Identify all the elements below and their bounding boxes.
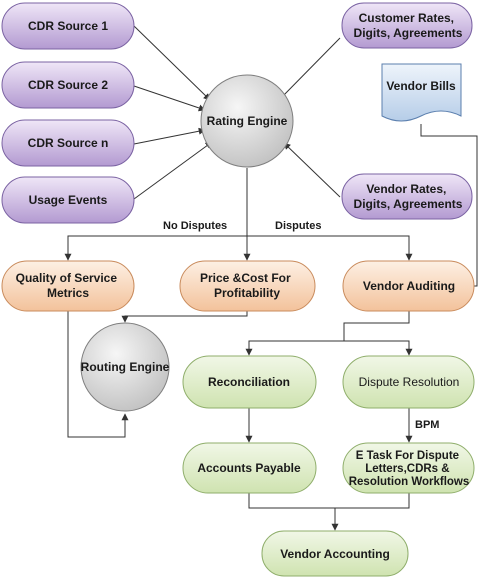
edge-custrates-rating (279, 37, 341, 100)
node-dispute-resolution: Dispute Resolution (342, 355, 475, 409)
node-etask-line-3: Resolution Workflows (349, 476, 470, 488)
node-routing-engine-label: Routing Engine (81, 360, 170, 374)
node-vendor-auditing: Vendor Auditing (342, 260, 475, 312)
node-cdr-source-n-label: CDR Source n (28, 136, 109, 150)
node-customer-rates-label: Customer Rates, Digits, Agreements (354, 11, 463, 40)
node-accounts-payable: Accounts Payable (182, 442, 317, 494)
edge-usage-rating (133, 141, 213, 200)
node-vendor-bills-label: Vendor Bills (386, 79, 456, 93)
node-etask-label: E Task For Dispute Letters,CDRs & Resolu… (349, 450, 470, 488)
node-price-cost-line-1: Price &Cost For (200, 271, 291, 285)
edge-rating-qos (64, 235, 247, 261)
node-etask: E Task For Dispute Letters,CDRs & Resolu… (342, 442, 475, 494)
node-cdr-source-1: CDR Source 1 (1, 2, 135, 50)
edge-cdrn-rating (133, 127, 206, 145)
node-dispute-resolution-label: Dispute Resolution (359, 375, 460, 389)
node-cdr-source-2-label: CDR Source 2 (28, 78, 108, 92)
node-quality-of-service-line-1: Quality of Service (16, 271, 118, 285)
node-usage-events-label: Usage Events (29, 193, 108, 207)
label-no-disputes: No Disputes (163, 220, 227, 232)
node-cdr-source-n: CDR Source n (1, 119, 135, 167)
node-vendor-rates-label: Vendor Rates, Digits, Agreements (354, 182, 463, 211)
node-customer-rates: Customer Rates, Digits, Agreements (341, 2, 473, 49)
node-quality-of-service: Quality of Service Metrics (1, 260, 135, 312)
node-vendor-auditing-label: Vendor Auditing (363, 279, 455, 293)
edge-auditing-split (245, 311, 410, 356)
node-cdr-source-1-label: CDR Source 1 (28, 19, 108, 33)
edge-cdr2-rating (133, 85, 206, 112)
edge-cdr1-rating (133, 25, 211, 101)
label-bpm: BPM (415, 419, 439, 431)
node-price-cost-line-2: Profitability (214, 286, 280, 300)
node-reconciliation-label: Reconciliation (208, 375, 290, 389)
node-cdr-source-2: CDR Source 2 (1, 61, 135, 109)
node-vendor-rates: Vendor Rates, Digits, Agreements (341, 173, 473, 220)
edge-price-routing (121, 311, 248, 323)
edge-ap-accounting (248, 493, 339, 531)
node-quality-of-service-line-2: Metrics (47, 286, 89, 300)
node-vendor-bills: Vendor Bills (381, 63, 462, 122)
node-vendor-accounting: Vendor Accounting (261, 530, 409, 577)
node-vendor-rates-line-2: Digits, Agreements (354, 197, 463, 211)
node-accounts-payable-label: Accounts Payable (197, 461, 301, 475)
node-etask-line-1: E Task For Dispute (356, 450, 459, 462)
node-price-cost-label: Price &Cost For Profitability (200, 271, 294, 300)
edge-auditing-dispute (344, 340, 413, 356)
node-routing-engine: Routing Engine (80, 322, 170, 412)
node-vendor-accounting-label: Vendor Accounting (280, 547, 390, 561)
node-rating-engine: Rating Engine (200, 74, 294, 168)
node-reconciliation: Reconciliation (182, 355, 317, 409)
edges (64, 25, 478, 531)
node-customer-rates-line-1: Customer Rates, (359, 11, 454, 25)
label-disputes: Disputes (275, 220, 321, 232)
edge-vendorrates-rating (283, 142, 341, 198)
node-quality-of-service-label: Quality of Service Metrics (16, 271, 121, 300)
node-vendor-rates-line-1: Vendor Rates, (366, 182, 446, 196)
node-price-cost: Price &Cost For Profitability (179, 260, 316, 312)
node-etask-line-2: Letters,CDRs & (365, 463, 449, 475)
edge-qos-routing (67, 311, 129, 438)
node-customer-rates-line-2: Digits, Agreements (354, 26, 463, 40)
node-rating-engine-label: Rating Engine (207, 114, 288, 128)
edge-rating-auditing (247, 235, 413, 261)
edge-etask-accounting (335, 493, 410, 509)
node-usage-events: Usage Events (1, 176, 135, 224)
